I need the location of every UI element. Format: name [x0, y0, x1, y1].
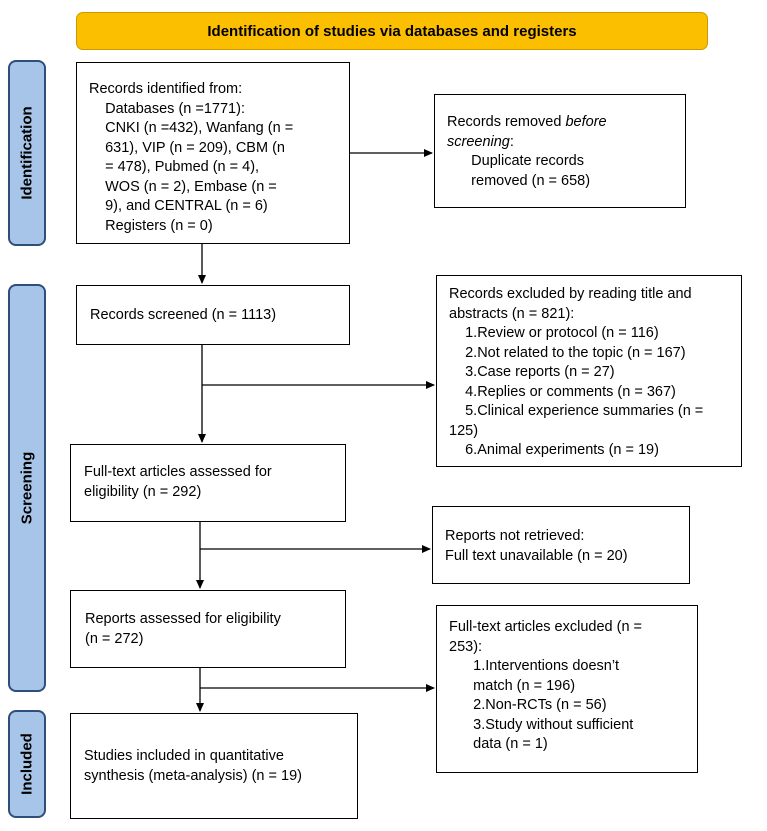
box-line: (n = 272) [85, 630, 144, 647]
removed-italic-before: before [565, 114, 607, 130]
box-line: synthesis (meta-analysis) (n = 19) [84, 767, 302, 784]
box-line: Full-text articles excluded (n = [449, 619, 643, 635]
box-line: Reports assessed for eligibility [85, 611, 281, 627]
box-line: data (n = 1) [449, 736, 548, 752]
removed-prefix: Records removed [447, 114, 566, 130]
box-line: 125) [449, 422, 479, 439]
box-line: removed (n = 658) [447, 172, 591, 189]
box-line: Records removed before [447, 113, 685, 133]
not-retrieved-box: Reports not retrieved: Full text unavail… [432, 506, 690, 584]
box-line: Registers (n = 0) [89, 217, 213, 234]
box-line: 3.Study without sufficient [449, 716, 634, 733]
stage-identification: Identification [8, 60, 46, 246]
diagram-header: Identification of studies via databases … [76, 12, 708, 50]
box-line: abstracts (n = 821): [449, 305, 575, 322]
studies-included-box: Studies included in quantitative synthes… [70, 713, 358, 819]
box-line: 3.Case reports (n = 27) [449, 364, 615, 380]
box-line: 2.Non-RCTs (n = 56) [449, 697, 607, 713]
records-excluded-box: Records excluded by reading title and ab… [436, 275, 742, 467]
box-line: 4.Replies or comments (n = 367) [449, 383, 676, 400]
box-line: Records identified from: [89, 81, 243, 97]
box-line: Records excluded by reading title and [449, 286, 692, 302]
removed-italic-screening: screening [447, 133, 510, 150]
removed-colon: : [509, 133, 514, 150]
records-identified-box: Records identified from: Databases (n =1… [76, 62, 350, 244]
box-line: 5.Clinical experience summaries (n = [449, 403, 704, 419]
box-line: Studies included in quantitative [84, 748, 284, 764]
box-line: eligibility (n = 292) [84, 483, 202, 500]
stage-screening: Screening [8, 284, 46, 692]
box-line: 1.Review or protocol (n = 116) [449, 325, 659, 341]
box-line: WOS (n = 2), Embase (n = [89, 178, 277, 195]
box-line: Full text unavailable (n = 20) [445, 547, 628, 564]
fulltext-assessed-box: Full-text articles assessed for eligibil… [70, 444, 346, 522]
box-line: CNKI (n =432), Wanfang (n = [89, 120, 294, 136]
reports-assessed-box: Reports assessed for eligibility (n = 27… [70, 590, 346, 668]
box-line: 9), and CENTRAL (n = 6) [89, 198, 268, 214]
box-line: 1.Interventions doesn’t [449, 658, 620, 674]
stage-included: Included [8, 710, 46, 818]
box-line: = 478), Pubmed (n = 4), [89, 159, 260, 175]
box-line: 6.Animal experiments (n = 19) [449, 442, 659, 458]
box-line: 2.Not related to the topic (n = 167) [449, 344, 686, 361]
box-line: screening: [447, 133, 685, 153]
records-screened-box: Records screened (n = 1113) [76, 285, 350, 345]
header-title: Identification of studies via databases … [207, 22, 577, 40]
box-line: Duplicate records [447, 153, 584, 169]
fulltext-excluded-box: Full-text articles excluded (n = 253): 1… [436, 605, 698, 773]
records-removed-box: Records removed before screening: Duplic… [434, 94, 686, 208]
box-line: Reports not retrieved: [445, 528, 585, 544]
box-line: Full-text articles assessed for [84, 464, 272, 480]
box-line: 631), VIP (n = 209), CBM (n [89, 139, 285, 156]
box-line: match (n = 196) [449, 677, 576, 694]
box-line: Databases (n =1771): [89, 100, 245, 117]
box-line: Records screened (n = 1113) [90, 307, 277, 323]
box-line: 253): [449, 638, 483, 655]
